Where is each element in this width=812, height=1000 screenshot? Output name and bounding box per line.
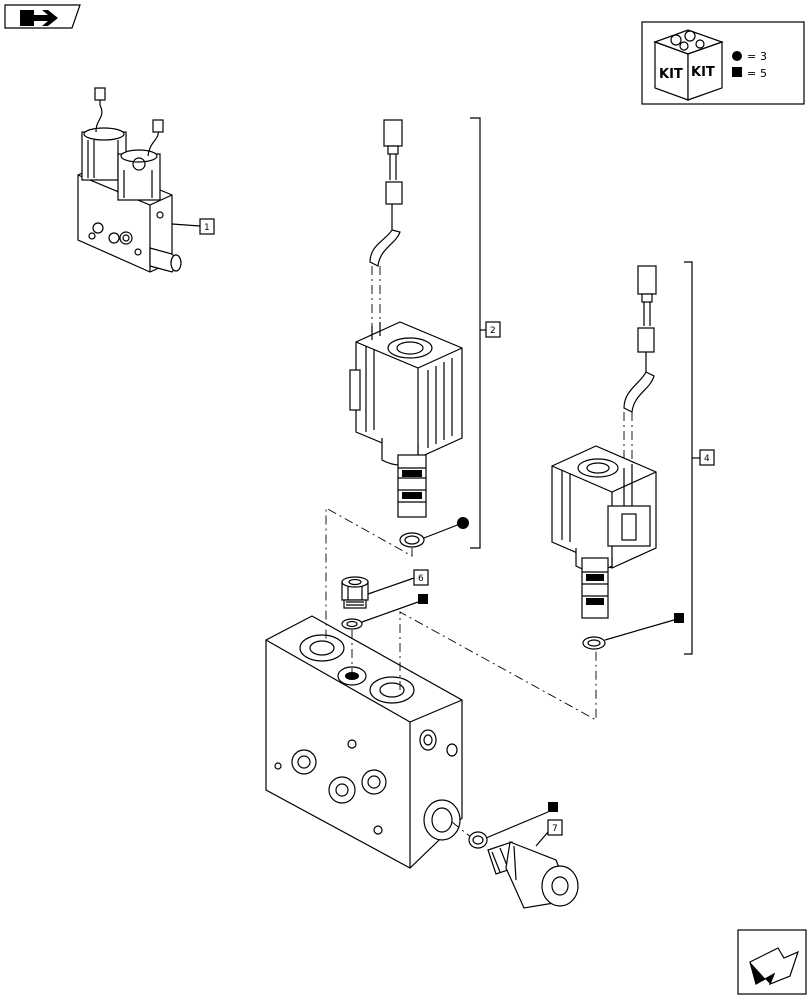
square-equals: =	[747, 67, 756, 80]
solenoid-valve-item-4: 4	[551, 261, 715, 655]
square-kit-marker	[674, 613, 684, 623]
circle-kit-quantity: 3	[760, 50, 767, 63]
kit-label-left: KIT	[659, 67, 683, 82]
kit-box-icon: KIT KIT	[653, 29, 724, 101]
circle-kit-marker	[457, 517, 469, 529]
callout-2-label: 2	[490, 326, 496, 336]
square-marker-icon	[732, 67, 742, 77]
circle-equals: =	[747, 50, 756, 63]
relief-valve-item-7: 7	[468, 802, 579, 909]
kit-label-right: KIT	[691, 65, 715, 80]
square-kit-marker-2	[418, 594, 428, 604]
callout-4-label: 4	[704, 454, 710, 464]
circle-marker-icon	[732, 51, 742, 61]
plug-fitting-item-6: 6	[341, 569, 429, 630]
callout-1-label: 1	[204, 223, 210, 233]
solenoid-valve-item-2: 2	[349, 117, 501, 549]
square-kit-marker-3	[548, 802, 558, 812]
next-page-arrow-icon[interactable]	[737, 929, 807, 995]
manifold-block	[265, 615, 463, 869]
callout-7-label: 7	[552, 824, 558, 834]
callout-6-label: 6	[418, 574, 424, 584]
square-kit-quantity: 5	[760, 67, 767, 80]
assembly-center-lines	[325, 507, 597, 839]
back-arrow-icon[interactable]	[4, 4, 81, 29]
kit-legend: KIT KIT = 3 = 5	[641, 21, 805, 105]
valve-assembly-item-1: 1	[77, 87, 215, 273]
